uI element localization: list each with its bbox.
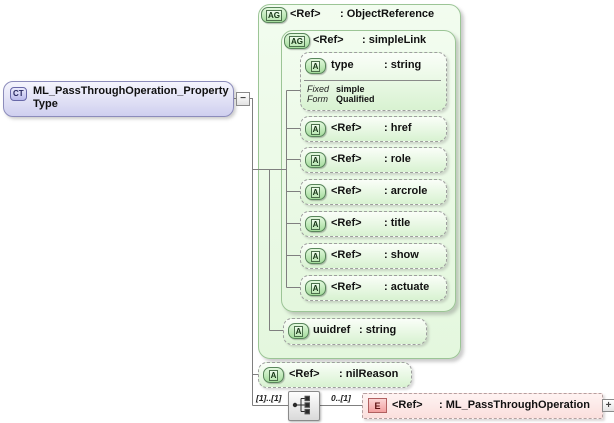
collapse-button[interactable]: −	[236, 92, 250, 106]
element-ref-label: <Ref>	[392, 399, 423, 411]
attribute-ref-label: <Ref>	[331, 217, 362, 229]
attribute-badge-label: A	[310, 186, 321, 198]
attribute-icon: A	[305, 248, 326, 264]
attribute-icon: A	[305, 58, 326, 74]
attribute-badge-label: A	[310, 154, 321, 166]
attribute-ref-label: <Ref>	[331, 249, 362, 261]
attribute-uuidref-datatype: : string	[359, 324, 397, 336]
attribute-ref-label: <Ref>	[331, 153, 362, 165]
complex-type-box[interactable]	[3, 81, 234, 117]
attribute-nilreason-ref: <Ref>	[289, 368, 320, 380]
attribute-ref-label: <Ref>	[331, 281, 362, 293]
attribute-type-datatype: : string	[384, 59, 422, 71]
element-mlpassthroughoperation-box[interactable]	[362, 393, 603, 419]
objectreference-type-label: : ObjectReference	[340, 8, 435, 20]
attribute-datatype-label: : href	[384, 122, 412, 134]
attribute-badge-label: A	[310, 60, 321, 72]
complex-type-icon: CT	[10, 87, 27, 101]
attribute-datatype-label: : arcrole	[384, 185, 428, 197]
objectreference-ref-label: <Ref>	[290, 8, 321, 20]
attribute-group-badge-label: AG	[289, 35, 305, 47]
element-icon: E	[368, 398, 387, 413]
element-type-label: : ML_PassThroughOperation	[439, 399, 590, 411]
attribute-badge-label: A	[310, 282, 321, 294]
cardinality-left-label: [1]..[1]	[256, 393, 282, 403]
expand-button[interactable]: +	[602, 399, 614, 412]
attribute-type-name: type	[331, 59, 354, 71]
attribute-icon: A	[305, 280, 326, 296]
attribute-icon: A	[305, 216, 326, 232]
attribute-badge-label: A	[293, 325, 304, 337]
facet-fixed-label: Fixed	[307, 84, 330, 94]
attribute-icon: A	[288, 323, 309, 339]
attribute-ref-label: <Ref>	[331, 185, 362, 197]
attribute-badge-label: A	[310, 250, 321, 262]
attribute-datatype-label: : role	[384, 153, 411, 165]
facet-separator	[304, 80, 441, 81]
cardinality-right-label: 0..[1]	[331, 393, 351, 403]
attribute-badge-label: A	[268, 369, 279, 381]
sequence-compositor-icon[interactable]	[288, 391, 320, 421]
facet-fixed-value: simple	[336, 84, 365, 94]
attribute-icon: A	[305, 121, 326, 137]
attribute-datatype-label: : actuate	[384, 281, 430, 293]
sequence-glyph	[292, 395, 310, 415]
attribute-arcrole-box[interactable]	[300, 179, 447, 205]
attribute-group-icon: AG	[284, 33, 310, 49]
attribute-datatype-label: : show	[384, 249, 419, 261]
attribute-badge-label: A	[310, 123, 321, 135]
attribute-group-badge-label: AG	[266, 9, 282, 21]
attribute-nilreason-datatype: : nilReason	[339, 368, 399, 380]
attribute-badge-label: A	[310, 218, 321, 230]
attribute-group-icon: AG	[261, 7, 287, 23]
attribute-uuidref-name: uuidref	[313, 324, 351, 336]
facet-form-value: Qualified	[336, 94, 375, 104]
complex-type-name: ML_PassThroughOperation_PropertyType	[33, 85, 229, 110]
facet-form-label: Form	[307, 94, 328, 104]
simplelink-ref-label: <Ref>	[313, 34, 344, 46]
attribute-icon: A	[263, 367, 284, 383]
attribute-ref-label: <Ref>	[331, 122, 362, 134]
simplelink-type-label: : simpleLink	[362, 34, 427, 46]
attribute-icon: A	[305, 152, 326, 168]
attribute-icon: A	[305, 184, 326, 200]
attribute-datatype-label: : title	[384, 217, 411, 229]
